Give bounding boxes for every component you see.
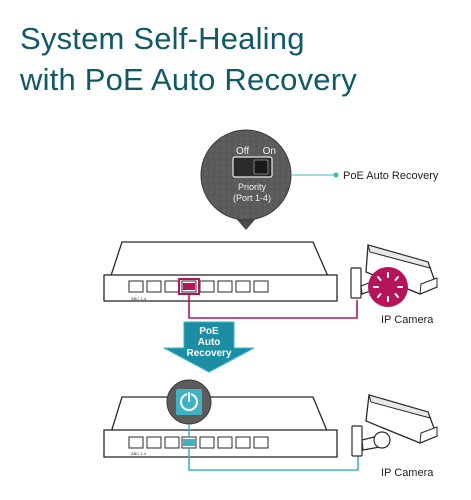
- callout-dot: [333, 172, 339, 178]
- cable-top-fault: [188, 294, 358, 319]
- recovery-arrow: PoE Auto Recovery: [163, 321, 255, 373]
- recovered-plug: [183, 439, 195, 446]
- priority-caption: Priority: [238, 182, 267, 192]
- arrow-label-line-1: PoE: [199, 326, 219, 337]
- fault-plug: [183, 283, 195, 290]
- switch-bottom-ports: [128, 436, 269, 449]
- title-line-2: with PoE Auto Recovery: [20, 62, 357, 97]
- callout-label: PoE Auto Recovery: [343, 170, 439, 182]
- ip-camera-top-label: IP Camera: [381, 314, 434, 326]
- svg-text:ABC 1-4: ABC 1-4: [131, 296, 147, 301]
- on-label: On: [263, 146, 276, 157]
- switch-closeup: Off On Priority (Port 1-4): [200, 129, 292, 230]
- off-label: Off: [236, 146, 249, 157]
- dip-switch-lever: [253, 159, 269, 175]
- switch-device-top: ABC 1-4: [103, 241, 338, 302]
- svg-text:ABC 1-4: ABC 1-4: [131, 451, 147, 456]
- page-title: System Self-Healing with PoE Auto Recove…: [20, 18, 357, 100]
- ip-camera-bottom-label: IP Camera: [381, 467, 434, 479]
- arrow-label-line-3: Recovery: [186, 348, 231, 359]
- fault-indicator-icon: [368, 267, 408, 307]
- cable-bottom-recovered: [188, 448, 359, 471]
- recovered-closeup: [166, 379, 212, 437]
- ip-camera-bottom-icon: [351, 394, 438, 457]
- title-line-1: System Self-Healing: [20, 21, 305, 56]
- port-range-caption: (Port 1-4): [233, 193, 271, 203]
- arrow-label-line-2: Auto: [198, 337, 221, 348]
- switch-device-bottom: ABC 1-4: [103, 396, 338, 458]
